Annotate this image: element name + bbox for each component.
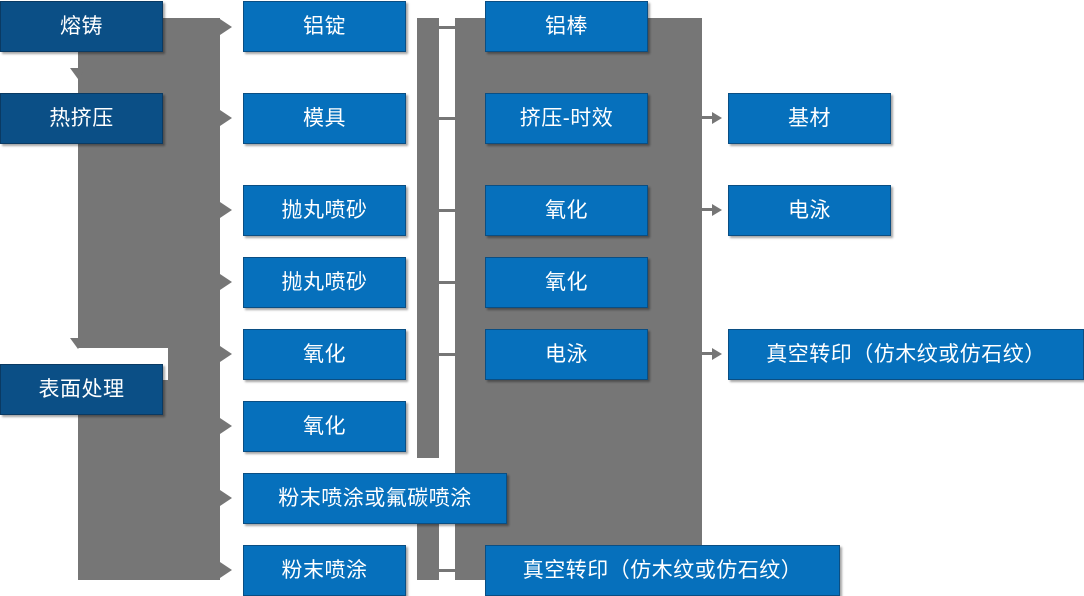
arrow-line-vacuum xyxy=(702,352,714,355)
label-c3-extrude-age: 挤压-时效 xyxy=(519,106,614,130)
arrow-to-c2-shotblast-2 xyxy=(220,274,232,290)
stage-label-casting: 熔铸 xyxy=(60,14,103,38)
output-box-c4-substrate[interactable]: 基材 xyxy=(728,93,891,144)
label-c4-vacuum: 真空转印（仿木纹或仿石纹） xyxy=(766,342,1046,366)
down-arrow-casting xyxy=(70,68,86,79)
label-c2-ingot: 铝锭 xyxy=(303,14,346,38)
rung-row-4 xyxy=(439,281,461,284)
label-c3-oxidize-2: 氧化 xyxy=(545,270,588,294)
label-c3-electro: 电泳 xyxy=(545,342,588,366)
label-c2-powder-fluor: 粉末喷涂或氟碳喷涂 xyxy=(278,486,472,510)
process-box-c2-shotblast-2[interactable]: 抛丸喷砂 xyxy=(243,257,406,308)
label-c2-oxidize-1: 氧化 xyxy=(303,342,346,366)
rung-row-1 xyxy=(439,26,461,29)
stage-box-surface[interactable]: 表面处理 xyxy=(0,364,163,415)
rung-row-3 xyxy=(439,209,461,212)
process-box-c3-vacuum[interactable]: 真空转印（仿木纹或仿石纹） xyxy=(485,545,840,596)
arrow-line-substrate xyxy=(702,116,714,119)
arrow-to-c2-shotblast-1 xyxy=(220,202,232,218)
label-c3-bar: 铝棒 xyxy=(545,14,588,38)
process-box-c2-oxidize-1[interactable]: 氧化 xyxy=(243,329,406,380)
rung-row-6 xyxy=(439,569,461,572)
arrow-to-c2-powder xyxy=(220,562,232,578)
label-c2-mold: 模具 xyxy=(303,106,346,130)
connector-spine-thin xyxy=(417,18,439,580)
stage-box-casting[interactable]: 熔铸 xyxy=(0,1,163,52)
arrow-to-c4-electro xyxy=(712,204,722,216)
process-box-c2-ingot[interactable]: 铝锭 xyxy=(243,1,406,52)
process-box-c2-powder[interactable]: 粉末喷涂 xyxy=(243,545,406,596)
process-box-c3-oxidize-2[interactable]: 氧化 xyxy=(485,257,648,308)
arrow-to-c2-oxidize-2 xyxy=(220,418,232,434)
arrow-to-c2-ingot xyxy=(220,19,232,35)
label-c4-substrate: 基材 xyxy=(788,106,831,130)
rung-row-5 xyxy=(439,353,461,356)
output-box-c4-electro[interactable]: 电泳 xyxy=(728,185,891,236)
process-box-c2-powder-fluor[interactable]: 粉末喷涂或氟碳喷涂 xyxy=(243,473,507,524)
arrow-to-c4-vacuum xyxy=(712,348,722,360)
arrow-line-electro xyxy=(702,208,714,211)
process-box-c3-electro[interactable]: 电泳 xyxy=(485,329,648,380)
process-box-c3-extrude-age[interactable]: 挤压-时效 xyxy=(485,93,648,144)
rung-row-2 xyxy=(439,117,461,120)
label-c2-shotblast-1: 抛丸喷砂 xyxy=(281,198,368,222)
stage-label-surface: 表面处理 xyxy=(38,377,125,401)
process-box-c2-shotblast-1[interactable]: 抛丸喷砂 xyxy=(243,185,406,236)
label-c2-powder: 粉末喷涂 xyxy=(281,558,368,582)
process-box-c2-mold[interactable]: 模具 xyxy=(243,93,406,144)
connector-spine-thin-gap xyxy=(417,458,439,474)
down-arrow-surface xyxy=(70,338,86,349)
stage-box-extrude[interactable]: 热挤压 xyxy=(0,93,163,144)
label-c3-oxidize-1: 氧化 xyxy=(545,198,588,222)
stage-label-extrude: 热挤压 xyxy=(49,106,114,130)
label-c3-vacuum: 真空转印（仿木纹或仿石纹） xyxy=(522,558,803,582)
label-c4-electro: 电泳 xyxy=(788,198,831,222)
connector-stub-surface xyxy=(163,387,185,390)
arrow-to-c2-mold xyxy=(220,110,232,126)
label-c2-oxidize-2: 氧化 xyxy=(303,414,346,438)
arrow-to-c2-powder-fluor xyxy=(220,490,232,506)
arrow-to-c4-substrate xyxy=(712,112,722,124)
process-box-c2-oxidize-2[interactable]: 氧化 xyxy=(243,401,406,452)
output-box-c4-vacuum[interactable]: 真空转印（仿木纹或仿石纹） xyxy=(728,329,1084,380)
arrow-to-c2-oxidize-1 xyxy=(220,346,232,362)
label-c2-shotblast-2: 抛丸喷砂 xyxy=(281,270,368,294)
process-box-c3-oxidize-1[interactable]: 氧化 xyxy=(485,185,648,236)
process-box-c3-bar[interactable]: 铝棒 xyxy=(485,1,648,52)
